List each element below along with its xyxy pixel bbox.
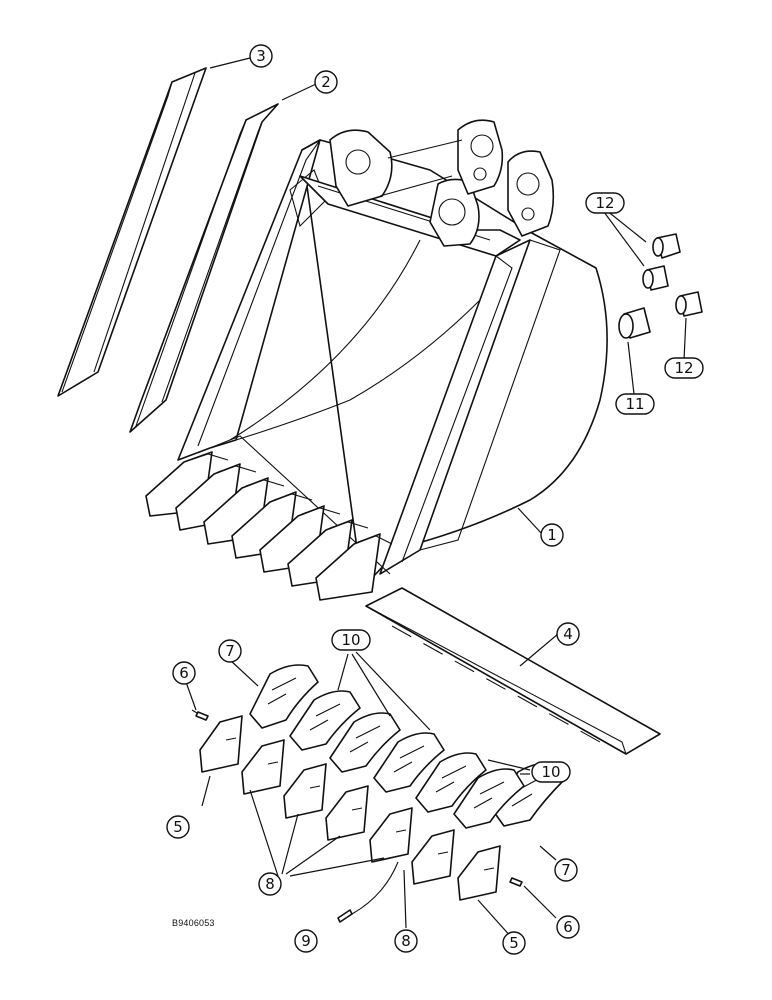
callout-1: 1	[540, 523, 564, 547]
svg-text:8: 8	[265, 875, 275, 893]
svg-text:4: 4	[563, 625, 573, 643]
svg-text:6: 6	[563, 918, 573, 936]
drawing-id-label: B9406053	[172, 918, 215, 928]
svg-text:11: 11	[625, 395, 644, 413]
leader-lines	[185, 57, 687, 939]
svg-text:12: 12	[674, 359, 693, 377]
svg-text:10: 10	[341, 631, 360, 649]
svg-text:1: 1	[547, 526, 557, 544]
callout-5-upper: 5	[166, 815, 190, 839]
callout-6-upper: 6	[172, 661, 196, 685]
svg-text:12: 12	[595, 194, 614, 212]
corner-adapter-part-7a	[249, 664, 319, 729]
bushings-parts-11-12	[618, 233, 703, 339]
callout-3: 3	[249, 44, 273, 68]
callout-4: 4	[556, 622, 580, 646]
side-cutter-part-2	[129, 103, 279, 433]
tooth-adapters-part-10	[289, 690, 525, 829]
svg-text:7: 7	[561, 861, 571, 879]
svg-text:5: 5	[509, 934, 519, 952]
callout-12-upper: 12	[585, 192, 625, 214]
svg-text:5: 5	[173, 818, 183, 836]
tooth-points-part-5-8	[199, 715, 501, 901]
svg-text:8: 8	[401, 932, 411, 950]
svg-text:2: 2	[321, 73, 331, 91]
callout-2: 2	[314, 70, 338, 94]
svg-text:3: 3	[256, 47, 266, 65]
svg-text:6: 6	[179, 664, 189, 682]
callout-12-lower: 12	[664, 357, 704, 379]
installed-teeth	[145, 451, 393, 601]
svg-text:10: 10	[541, 763, 560, 781]
callout-7-lower: 7	[554, 858, 578, 882]
callout-11: 11	[615, 393, 655, 415]
callout-8-left: 8	[258, 872, 282, 896]
callout-10-lower: 10	[531, 761, 571, 783]
callout-9: 9	[294, 929, 318, 953]
wear-strip-part-3	[57, 67, 207, 397]
callout-5-lower: 5	[502, 931, 526, 955]
callout-10-upper: 10	[331, 629, 371, 651]
bucket-part-1	[177, 119, 608, 579]
pins-part-6-9	[191, 709, 523, 923]
callout-8-right: 8	[394, 929, 418, 953]
callout-6-lower: 6	[556, 915, 580, 939]
callout-7-upper: 7	[218, 639, 242, 663]
svg-text:7: 7	[225, 642, 235, 660]
cutting-edge-part-4	[365, 587, 661, 755]
svg-text:9: 9	[301, 932, 311, 950]
